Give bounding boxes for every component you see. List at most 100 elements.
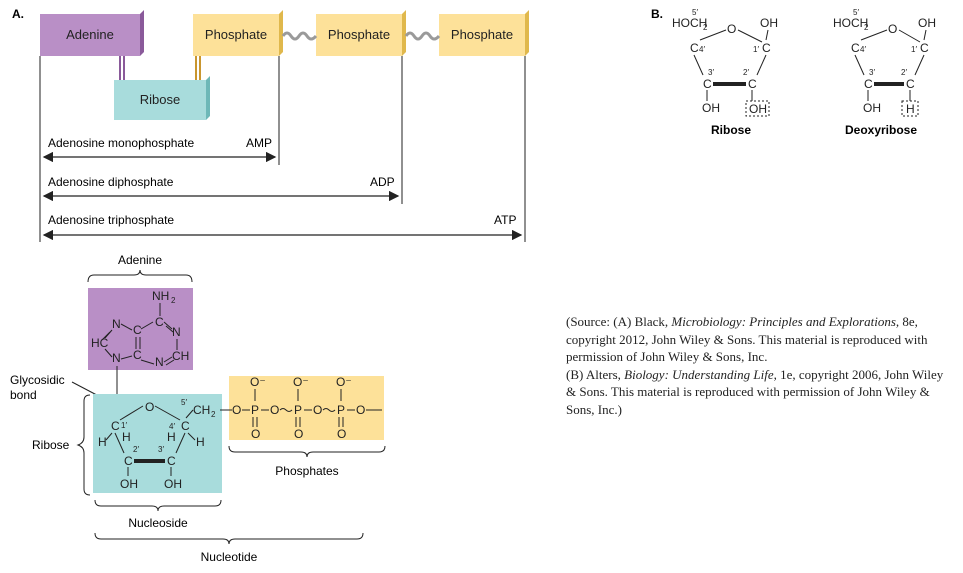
svg-text:4′: 4′ — [860, 45, 866, 54]
svg-text:5′: 5′ — [853, 8, 859, 17]
source-a-prefix: (Source: (A) Black, — [566, 314, 672, 329]
panel-b-label: B. — [651, 7, 663, 21]
svg-text:O: O — [270, 403, 279, 417]
svg-text:Phosphate: Phosphate — [205, 27, 267, 42]
high-energy-bond-2 — [404, 31, 441, 41]
svg-text:H: H — [98, 435, 107, 449]
svg-text:OH: OH — [164, 477, 182, 491]
svg-text:2: 2 — [211, 410, 216, 419]
svg-text:C: C — [124, 454, 133, 468]
atp-abbr: ATP — [494, 213, 516, 227]
svg-text:C: C — [133, 323, 142, 337]
high-energy-bond-1 — [281, 31, 318, 41]
nucleoside-label: Nucleoside — [128, 516, 188, 530]
svg-text:Phosphate: Phosphate — [328, 27, 390, 42]
svg-text:O: O — [727, 22, 736, 36]
svg-text:4′: 4′ — [699, 45, 705, 54]
svg-text:3′: 3′ — [158, 445, 164, 454]
source-a-title: Microbiology: Principles and Exploration… — [671, 314, 900, 329]
svg-text:N: N — [112, 317, 121, 331]
ribose-caption: Ribose — [711, 123, 751, 137]
panel-a-label: A. — [12, 7, 24, 21]
svg-text:C: C — [111, 419, 120, 433]
adenine-bracket — [87, 269, 193, 283]
svg-text:5′: 5′ — [692, 8, 698, 17]
adp-abbr: ADP — [370, 175, 395, 189]
svg-text:2′: 2′ — [133, 445, 139, 454]
svg-text:H: H — [906, 102, 915, 116]
ribose-structure-label: Ribose — [32, 438, 70, 452]
svg-text:1′: 1′ — [121, 421, 127, 430]
svg-text:O: O — [232, 403, 241, 417]
svg-text:CH: CH — [193, 403, 210, 417]
svg-text:N: N — [112, 351, 121, 365]
phosphates-highlight — [229, 376, 384, 440]
svg-text:O: O — [251, 427, 260, 441]
svg-text:1′: 1′ — [753, 45, 759, 54]
phosphate-box-2: Phosphate — [316, 10, 406, 56]
glycosidic-bond-label-1: Glycosidic — [10, 373, 65, 387]
adenine-structure: NH 2 C N C N HC C N CH N — [91, 289, 189, 369]
svg-text:HC: HC — [91, 336, 109, 350]
svg-text:OH: OH — [702, 101, 720, 115]
svg-text:4′: 4′ — [169, 422, 175, 431]
svg-text:O⁻: O⁻ — [250, 375, 266, 389]
svg-text:OH: OH — [760, 16, 778, 30]
nucleoside-bracket — [94, 499, 222, 512]
atp-name: Adenosine triphosphate — [48, 213, 174, 227]
phosphate-box-1: Phosphate — [193, 10, 283, 56]
svg-text:C: C — [864, 77, 873, 91]
phosphates-structure-label: Phosphates — [275, 464, 338, 478]
source-b-title: Biology: Understanding Life, — [624, 366, 777, 382]
guide-lines — [39, 56, 526, 242]
svg-text:2: 2 — [864, 23, 869, 32]
svg-text:5′: 5′ — [181, 398, 187, 407]
ribose-box: Ribose — [114, 76, 210, 120]
svg-text:2′: 2′ — [743, 68, 749, 77]
adenine-highlight — [88, 288, 193, 370]
source-b-prefix: (B) Alters, — [566, 366, 625, 382]
svg-text:3′: 3′ — [708, 68, 714, 77]
adp-name: Adenosine diphosphate — [48, 175, 174, 189]
svg-text:P: P — [337, 403, 345, 417]
glycosidic-bond-label-2: bond — [10, 388, 37, 402]
adenine-ribose-connector — [119, 56, 125, 82]
svg-text:2′: 2′ — [901, 68, 907, 77]
deoxyribose-caption: Deoxyribose — [845, 123, 917, 137]
svg-text:C: C — [167, 454, 176, 468]
svg-text:P: P — [251, 403, 259, 417]
phosphate-chain-structure: O P O P O P O O⁻ O⁻ O⁻ O O O — [220, 375, 382, 441]
svg-text:NH: NH — [152, 289, 169, 303]
svg-text:P: P — [294, 403, 302, 417]
svg-text:C: C — [762, 41, 771, 55]
svg-text:O⁻: O⁻ — [293, 375, 309, 389]
svg-text:Adenine: Adenine — [66, 27, 114, 42]
svg-text:2: 2 — [703, 23, 708, 32]
ribose-structure: O 5′ CH 2 4′ C C 1′ H H H H 2′ 3′ C C OH… — [98, 398, 216, 491]
nucleotide-label: Nucleotide — [201, 550, 258, 564]
svg-text:O: O — [313, 403, 322, 417]
phosphate-box-3: Phosphate — [439, 10, 529, 56]
svg-text:N: N — [172, 325, 181, 339]
svg-text:C: C — [181, 419, 190, 433]
ribose-phosphate-connector — [195, 56, 201, 82]
ribose-highlight — [93, 394, 222, 493]
source-b-rest: 1e, copyright 2006, John Wiley & Sons. T… — [566, 366, 944, 417]
amp-name: Adenosine monophosphate — [48, 136, 194, 150]
svg-text:Phosphate: Phosphate — [451, 27, 513, 42]
svg-text:OH: OH — [120, 477, 138, 491]
svg-text:1′: 1′ — [911, 45, 917, 54]
svg-text:HOCH: HOCH — [833, 16, 868, 30]
svg-text:CH: CH — [172, 349, 189, 363]
amp-abbr: AMP — [246, 136, 272, 150]
svg-text:2: 2 — [171, 296, 176, 305]
nucleotide-bracket — [94, 532, 364, 545]
svg-text:OH: OH — [863, 101, 881, 115]
source-credit: (Source: (A) Black, Microbiology: Princi… — [566, 313, 946, 418]
svg-text:O: O — [294, 427, 303, 441]
svg-text:C: C — [155, 315, 164, 329]
ribose-ring-structure: 5′ HOCH 2 O OH C 4′ 1′ C 3′ 2′ C C OH OH — [672, 8, 778, 117]
svg-text:C: C — [748, 77, 757, 91]
svg-text:H: H — [122, 430, 131, 444]
